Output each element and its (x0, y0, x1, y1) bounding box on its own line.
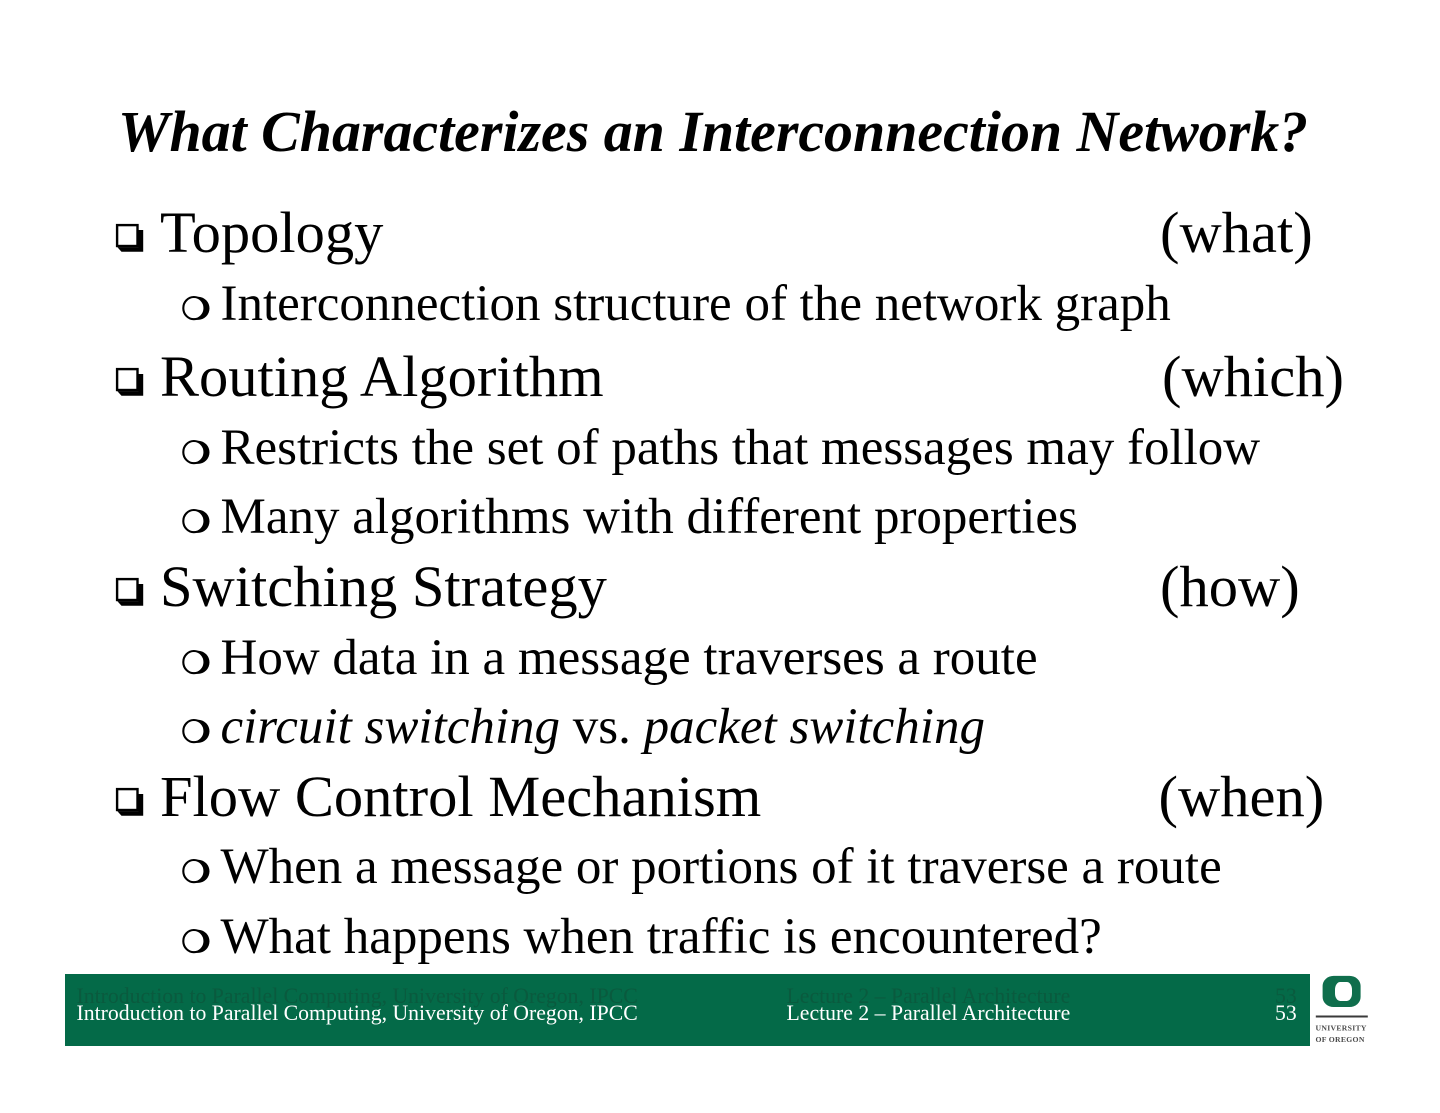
svg-text:UNIVERSITY: UNIVERSITY (1316, 1024, 1367, 1033)
svg-text:OF OREGON: OF OREGON (1316, 1035, 1365, 1044)
